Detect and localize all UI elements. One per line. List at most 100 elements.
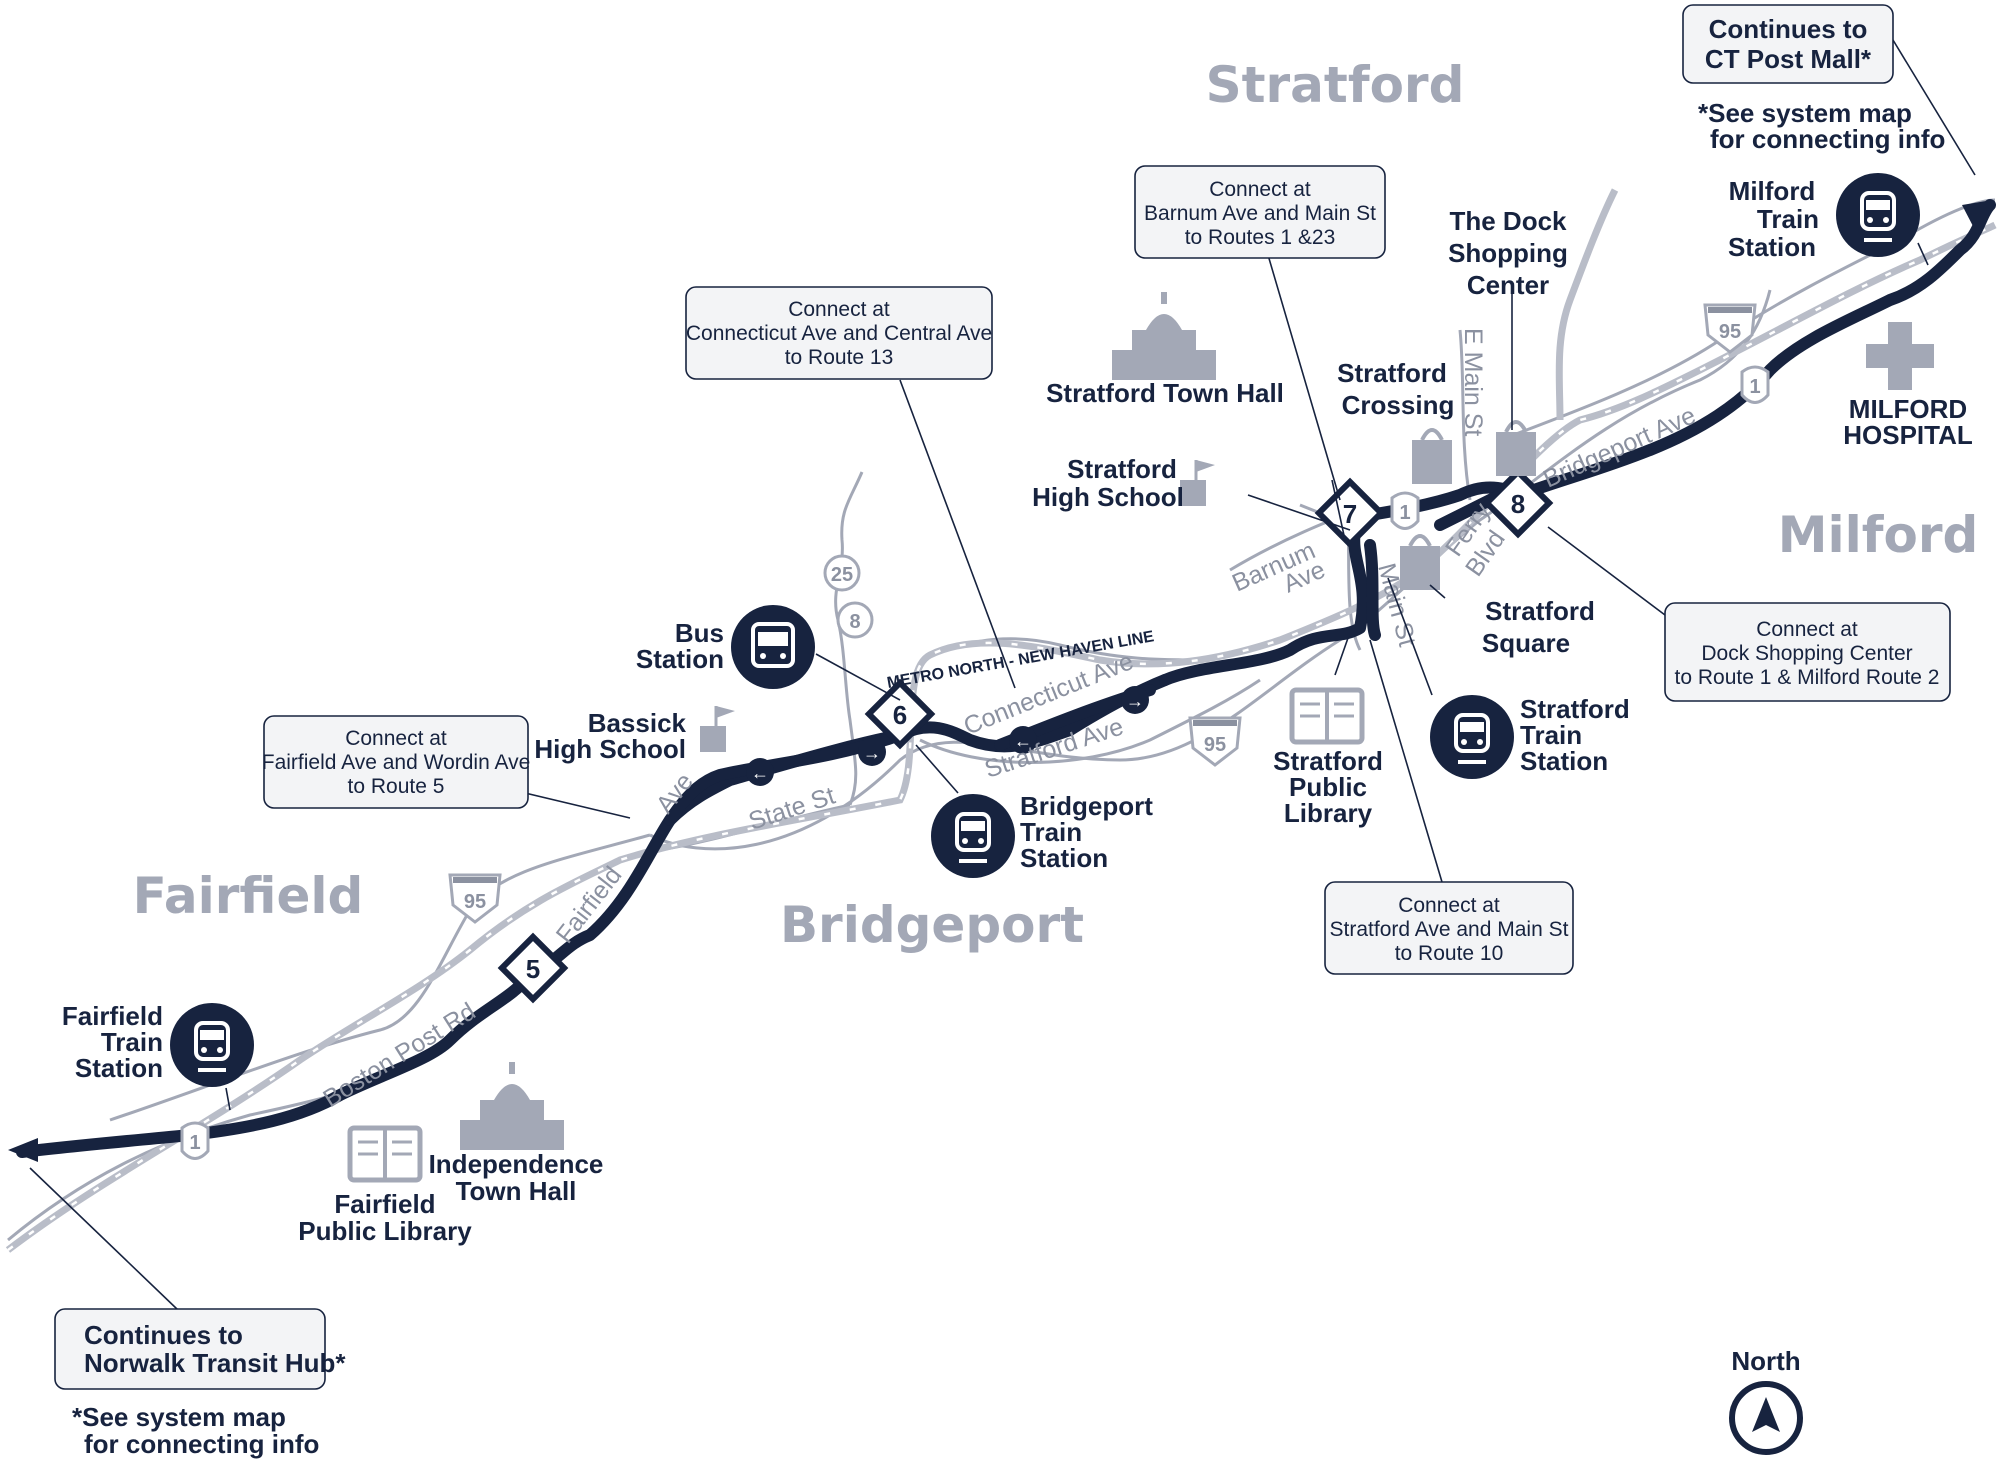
svg-text:Train: Train [101,1027,163,1057]
us1-shield-stratford: 1 [1390,491,1420,530]
svg-text:Continues to: Continues to [84,1320,243,1350]
svg-text:Stratford Ave and Main St: Stratford Ave and Main St [1330,918,1569,941]
svg-text:→: → [1126,691,1144,711]
svg-text:Fairfield: Fairfield [334,1189,435,1219]
system-map-note-top: *See system map for connecting info [1698,98,1945,154]
label-stratford-crossing: Stratford Crossing [1337,358,1454,420]
callout-dock: Connect at Dock Shopping Center to Route… [1664,602,1951,702]
stop-8 [1482,467,1554,539]
callout-stratford-ave: Connect at Stratford Ave and Main St to … [1324,881,1574,975]
us1-shield-fairfield: 1 [180,1121,210,1160]
svg-text:Station: Station [1020,843,1108,873]
svg-text:Fairfield: Fairfield [62,1001,163,1031]
callout-fairfield-ave: Connect at Fairfield Ave and Wordin Ave … [262,715,531,809]
svg-text:Connect at: Connect at [1398,894,1500,917]
callout-leaders [29,39,1976,1311]
svg-text:MILFORD: MILFORD [1849,394,1967,424]
shopping-bag-icon [1412,428,1452,484]
metro-north-rail [5,188,1997,1253]
svg-text:Public Library: Public Library [298,1216,472,1246]
label-bassick: Bassick High School [534,708,686,764]
label-stratford-square: Stratford Square [1482,596,1595,658]
svg-text:95: 95 [464,891,486,913]
svg-text:95: 95 [1204,734,1226,756]
svg-text:Square: Square [1482,628,1570,658]
stop-5-label: 5 [526,954,540,984]
stop-7-label: 7 [1343,499,1357,529]
callout-connecticut: Connect at Connecticut Ave and Central A… [685,286,993,380]
svg-text:HOSPITAL: HOSPITAL [1843,420,1973,450]
svg-text:Station: Station [1728,232,1816,262]
label-independence: Independence Town Hall [429,1149,604,1206]
town-bridgeport: Bridgeport [780,896,1084,954]
street-state-st: State St [745,782,838,836]
svg-text:Norwalk Transit Hub*: Norwalk Transit Hub* [84,1348,346,1378]
highway-shields: 95 95 95 1 1 1 25 [180,303,1770,1160]
svg-text:1: 1 [1399,502,1410,524]
town-hall-icon [460,1062,564,1150]
label-bus-station: Bus Station [636,618,724,674]
svg-text:Train: Train [1520,720,1582,750]
svg-text:Stratford: Stratford [1520,694,1630,724]
svg-text:to Route 1 & Milford Route 2: to Route 1 & Milford Route 2 [1675,666,1940,689]
label-stratford-town-hall: Stratford Town Hall [1046,378,1284,408]
svg-text:←: ← [1014,731,1032,751]
svg-text:Bus: Bus [675,618,724,648]
north-label: North [1731,1346,1800,1376]
stop-8-label: 8 [1511,489,1525,519]
svg-text:High School: High School [1032,482,1184,512]
svg-text:Library: Library [1284,798,1373,828]
callout-barnum: Connect at Barnum Ave and Main St to Rou… [1134,165,1386,259]
route-direction-arrows: ← → ← → [8,200,1992,1162]
svg-text:Dock Shopping Center: Dock Shopping Center [1701,642,1912,665]
svg-text:Connect at: Connect at [788,298,890,321]
rt25-shield: 25 [823,554,861,592]
shopping-bag-icon [1400,534,1440,590]
svg-text:Bridgeport: Bridgeport [1020,791,1153,821]
place-labels: Milford Train Station The Dock Shopping … [62,176,1973,1246]
train-icon [1430,695,1514,779]
library-book-icon [347,1125,423,1183]
street-boston-post-rd: Boston Post Rd [318,997,480,1113]
svg-text:Continues to: Continues to [1709,14,1868,44]
callout-norwalk: Continues to Norwalk Transit Hub* [54,1308,346,1390]
svg-text:Crossing: Crossing [1342,390,1455,420]
svg-text:Fairfield Ave and Wordin Ave: Fairfield Ave and Wordin Ave [262,751,531,774]
svg-text:Independence: Independence [429,1149,604,1179]
label-stratford-hs: Stratford High School [1032,454,1184,512]
timepoint-stops: 5 6 7 8 [497,467,1554,1004]
north-arrow: North [1729,1346,1803,1455]
library-book-icon [1289,687,1365,745]
svg-text:to Route 10: to Route 10 [1395,942,1504,965]
svg-text:Stratford: Stratford [1337,358,1447,388]
town-stratford: Stratford [1206,56,1465,114]
street-e-main-st: E Main St [1459,328,1487,436]
svg-text:95: 95 [1719,321,1741,343]
town-milford: Milford [1778,506,1979,564]
town-fairfield: Fairfield [133,867,364,925]
label-stratford-train: Stratford Train Station [1520,694,1630,776]
shopping-bag-icon [1496,420,1536,476]
svg-text:Connect at: Connect at [345,727,447,750]
svg-text:Connect at: Connect at [1209,178,1311,201]
svg-text:Barnum Ave and Main St: Barnum Ave and Main St [1144,202,1376,225]
svg-text:CT Post Mall*: CT Post Mall* [1705,44,1872,74]
svg-text:Station: Station [636,644,724,674]
svg-text:Train: Train [1757,204,1819,234]
svg-text:Center: Center [1467,270,1549,300]
school-flag-icon [1180,460,1215,506]
svg-text:Milford: Milford [1729,176,1816,206]
svg-text:Shopping: Shopping [1448,238,1568,268]
svg-text:←: ← [751,763,769,783]
label-bridgeport-train: Bridgeport Train Station [1020,791,1153,873]
bus-icon [731,605,815,689]
svg-text:Train: Train [1020,817,1082,847]
compass-icon [1729,1381,1803,1455]
i95-shield-fairfield: 95 [448,873,502,924]
svg-text:to Route 5: to Route 5 [348,775,445,798]
svg-text:for connecting info: for connecting info [84,1429,319,1459]
svg-text:Bassick: Bassick [588,708,687,738]
svg-text:Station: Station [75,1053,163,1083]
svg-text:1: 1 [189,1132,200,1154]
label-milford-train: Milford Train Station [1728,176,1819,262]
